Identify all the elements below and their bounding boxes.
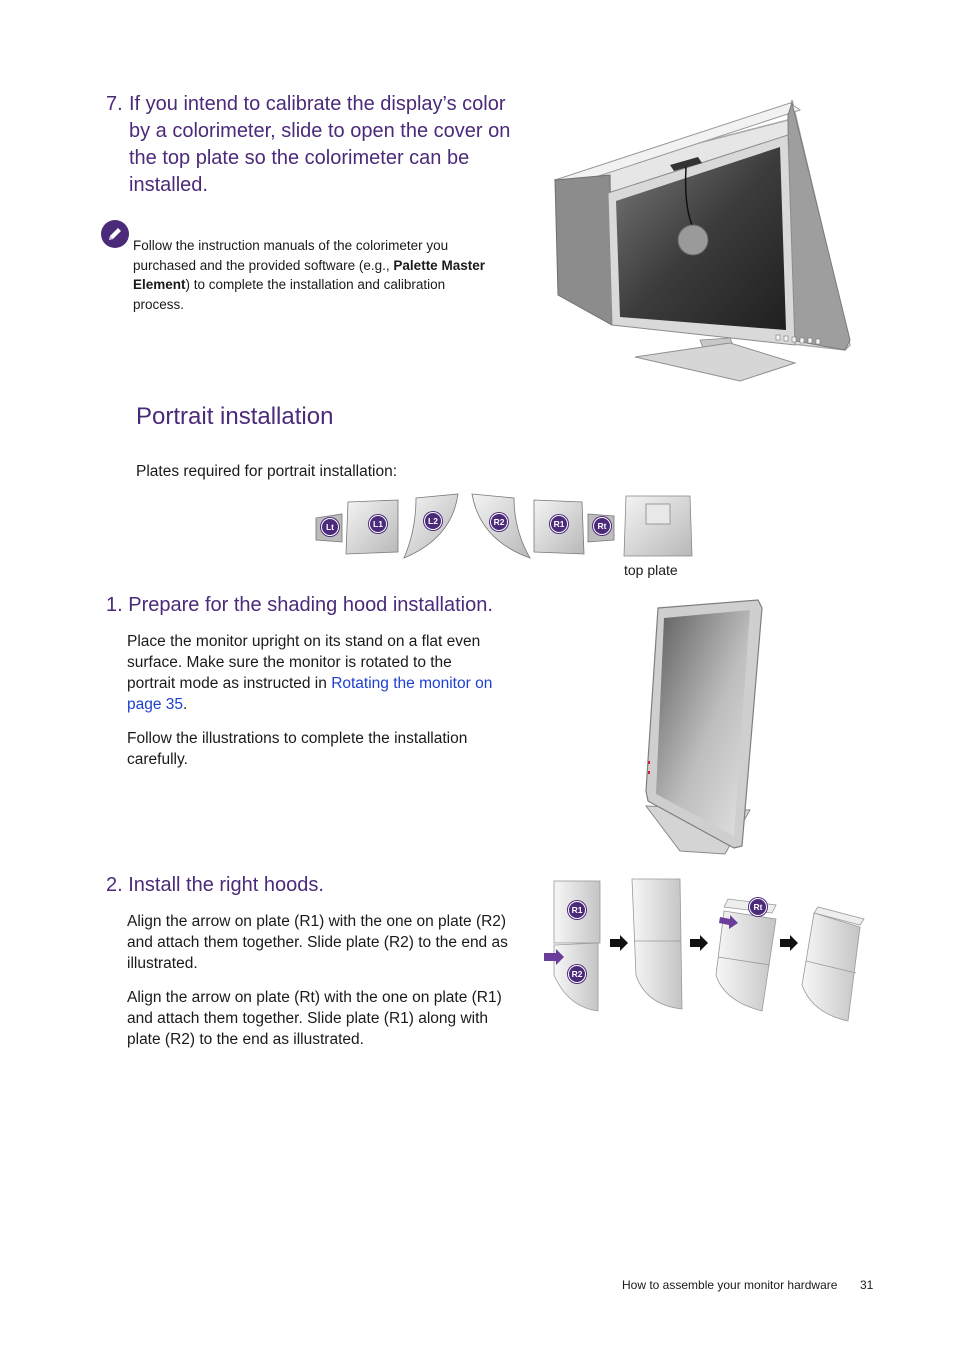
monitor-with-hood-illustration [550, 95, 860, 385]
body-line: plate (R2) to the end as illustrated. [127, 1031, 364, 1048]
note-line-text: purchased and the provided software (e.g… [133, 257, 394, 273]
body-line-text: portrait mode as instructed in [127, 675, 332, 692]
plate-label-l1: L1 [369, 515, 387, 533]
body-line: surface. Make sure the monitor is rotate… [127, 654, 452, 671]
software-name-cont: Element [133, 277, 186, 292]
step-number: 7. [106, 93, 123, 115]
body-line: Align the arrow on plate (R1) with the o… [127, 913, 507, 930]
top-plate-caption: top plate [624, 562, 678, 578]
note-line: Follow the instruction manuals of the co… [133, 238, 449, 253]
body-line: Align the arrow on plate (Rt) with the o… [127, 989, 502, 1006]
body-line: Follow the illustrations to complete the… [127, 730, 468, 747]
stage4-top [813, 906, 865, 926]
body-line: illustrated. [127, 955, 198, 972]
arrow-right-icon [610, 935, 628, 951]
diagram-label-r2: R2 [568, 965, 586, 983]
body-line: carefully. [127, 751, 188, 768]
step-2-body: Align the arrow on plate (R1) with the o… [127, 911, 537, 1050]
plate-label-lt: Lt [321, 518, 339, 536]
step-7-line: by a colorimeter, slide to open the cove… [129, 120, 511, 142]
diagram-label-r1: R1 [568, 901, 586, 919]
rotating-monitor-link-page[interactable]: page 35 [127, 696, 184, 713]
body-line: and attach them together. Slide plate (R… [127, 1010, 489, 1027]
footer-section-name: How to assemble your monitor hardware [622, 1278, 838, 1292]
section-title: Portrait installation [136, 403, 334, 430]
plate-label-rt: Rt [593, 517, 611, 535]
body-line: portrait mode as instructed in Rotating … [127, 673, 537, 694]
body-line: page 35. [127, 694, 537, 715]
portrait-monitor-illustration [630, 596, 770, 861]
arrow-icon [544, 949, 564, 965]
stage2-assembled [631, 878, 683, 1010]
note-line: process. [133, 296, 185, 312]
arrow-icon [719, 915, 738, 929]
rotating-monitor-link[interactable]: Rotating the monitor on [331, 675, 493, 692]
arrow-right-icon [780, 935, 798, 951]
body-line: Place the monitor upright on its stand o… [127, 633, 481, 650]
step-7-line: the top plate so the colorimeter can be [129, 147, 470, 169]
plates-illustration: Lt L1 L2 R2 R1 Rt [312, 490, 697, 565]
pencil-icon [100, 219, 130, 249]
note-line: purchased and the provided software (e.g… [133, 256, 533, 276]
step-1-heading: 1. Prepare for the shading hood installa… [106, 594, 493, 616]
note-line: Element) to complete the installation an… [133, 275, 533, 295]
diagram-label-rt: Rt [749, 898, 767, 916]
period: . [183, 696, 188, 713]
footer-page-number: 31 [860, 1278, 874, 1292]
step-1-body: Place the monitor upright on its stand o… [127, 631, 537, 770]
step-7-line: installed. [129, 174, 208, 196]
plate-label-l2: L2 [424, 512, 442, 530]
software-name: Palette Master [393, 257, 485, 273]
top-plate [623, 495, 693, 557]
body-line: and attach them together. Slide plate (R… [127, 934, 508, 951]
step-7-line: If you intend to calibrate the display’s… [129, 93, 506, 115]
step-2-heading: 2. Install the right hoods. [106, 874, 324, 896]
plate-label-r1: R1 [550, 515, 568, 533]
note-text: Follow the instruction manuals of the co… [133, 236, 533, 314]
right-hood-assembly-diagram: R1 R2 Rt [540, 875, 870, 1030]
step-7-heading: 7. If you intend to calibrate the displa… [106, 91, 536, 199]
note-line-text: ) to complete the installation and calib… [185, 277, 446, 292]
plate-label-r2: R2 [490, 513, 508, 531]
arrow-right-icon [690, 935, 708, 951]
plates-intro: Plates required for portrait installatio… [136, 463, 398, 480]
